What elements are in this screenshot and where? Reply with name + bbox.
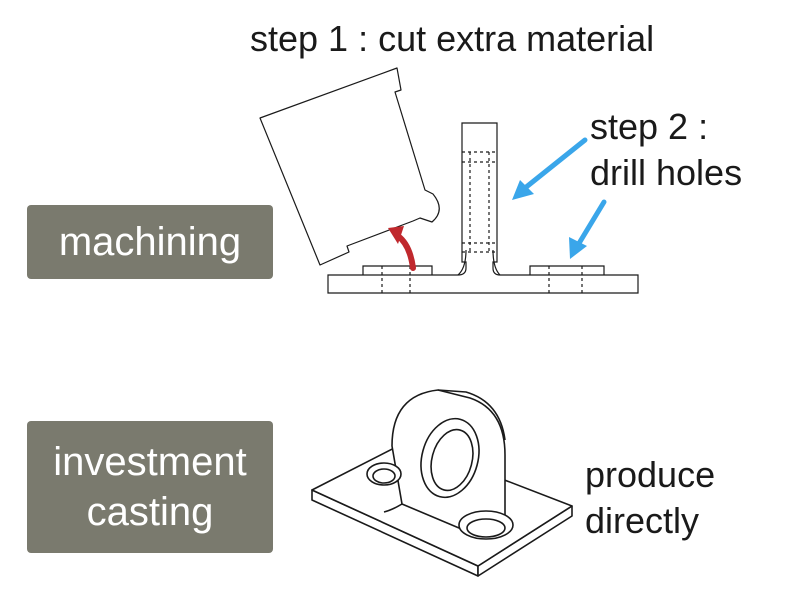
- investment-label-line2: casting: [86, 490, 214, 534]
- step1-caption: step 1 : cut extra material: [250, 18, 655, 59]
- step2-line1: step 2 :: [590, 106, 709, 147]
- drill-arrow-base: [569, 199, 607, 259]
- machining-label: machining: [27, 205, 273, 279]
- produce-line1: produce: [585, 454, 716, 495]
- investment-casting-label: investment casting: [27, 421, 273, 553]
- machining-label-text: machining: [58, 220, 242, 264]
- produce-caption: produce directly: [585, 452, 715, 544]
- cut-material-block: [259, 67, 440, 266]
- step2-caption: step 2 : drill holes: [590, 104, 742, 196]
- investment-label-line1: investment: [53, 440, 247, 484]
- step2-line2: drill holes: [590, 152, 743, 193]
- drill-arrow-upright: [512, 137, 588, 200]
- produce-line2: directly: [585, 500, 700, 541]
- bracket-side-view: [327, 122, 639, 294]
- cast-bracket-isometric: [311, 389, 573, 577]
- cut-direction-arrow: [388, 226, 416, 271]
